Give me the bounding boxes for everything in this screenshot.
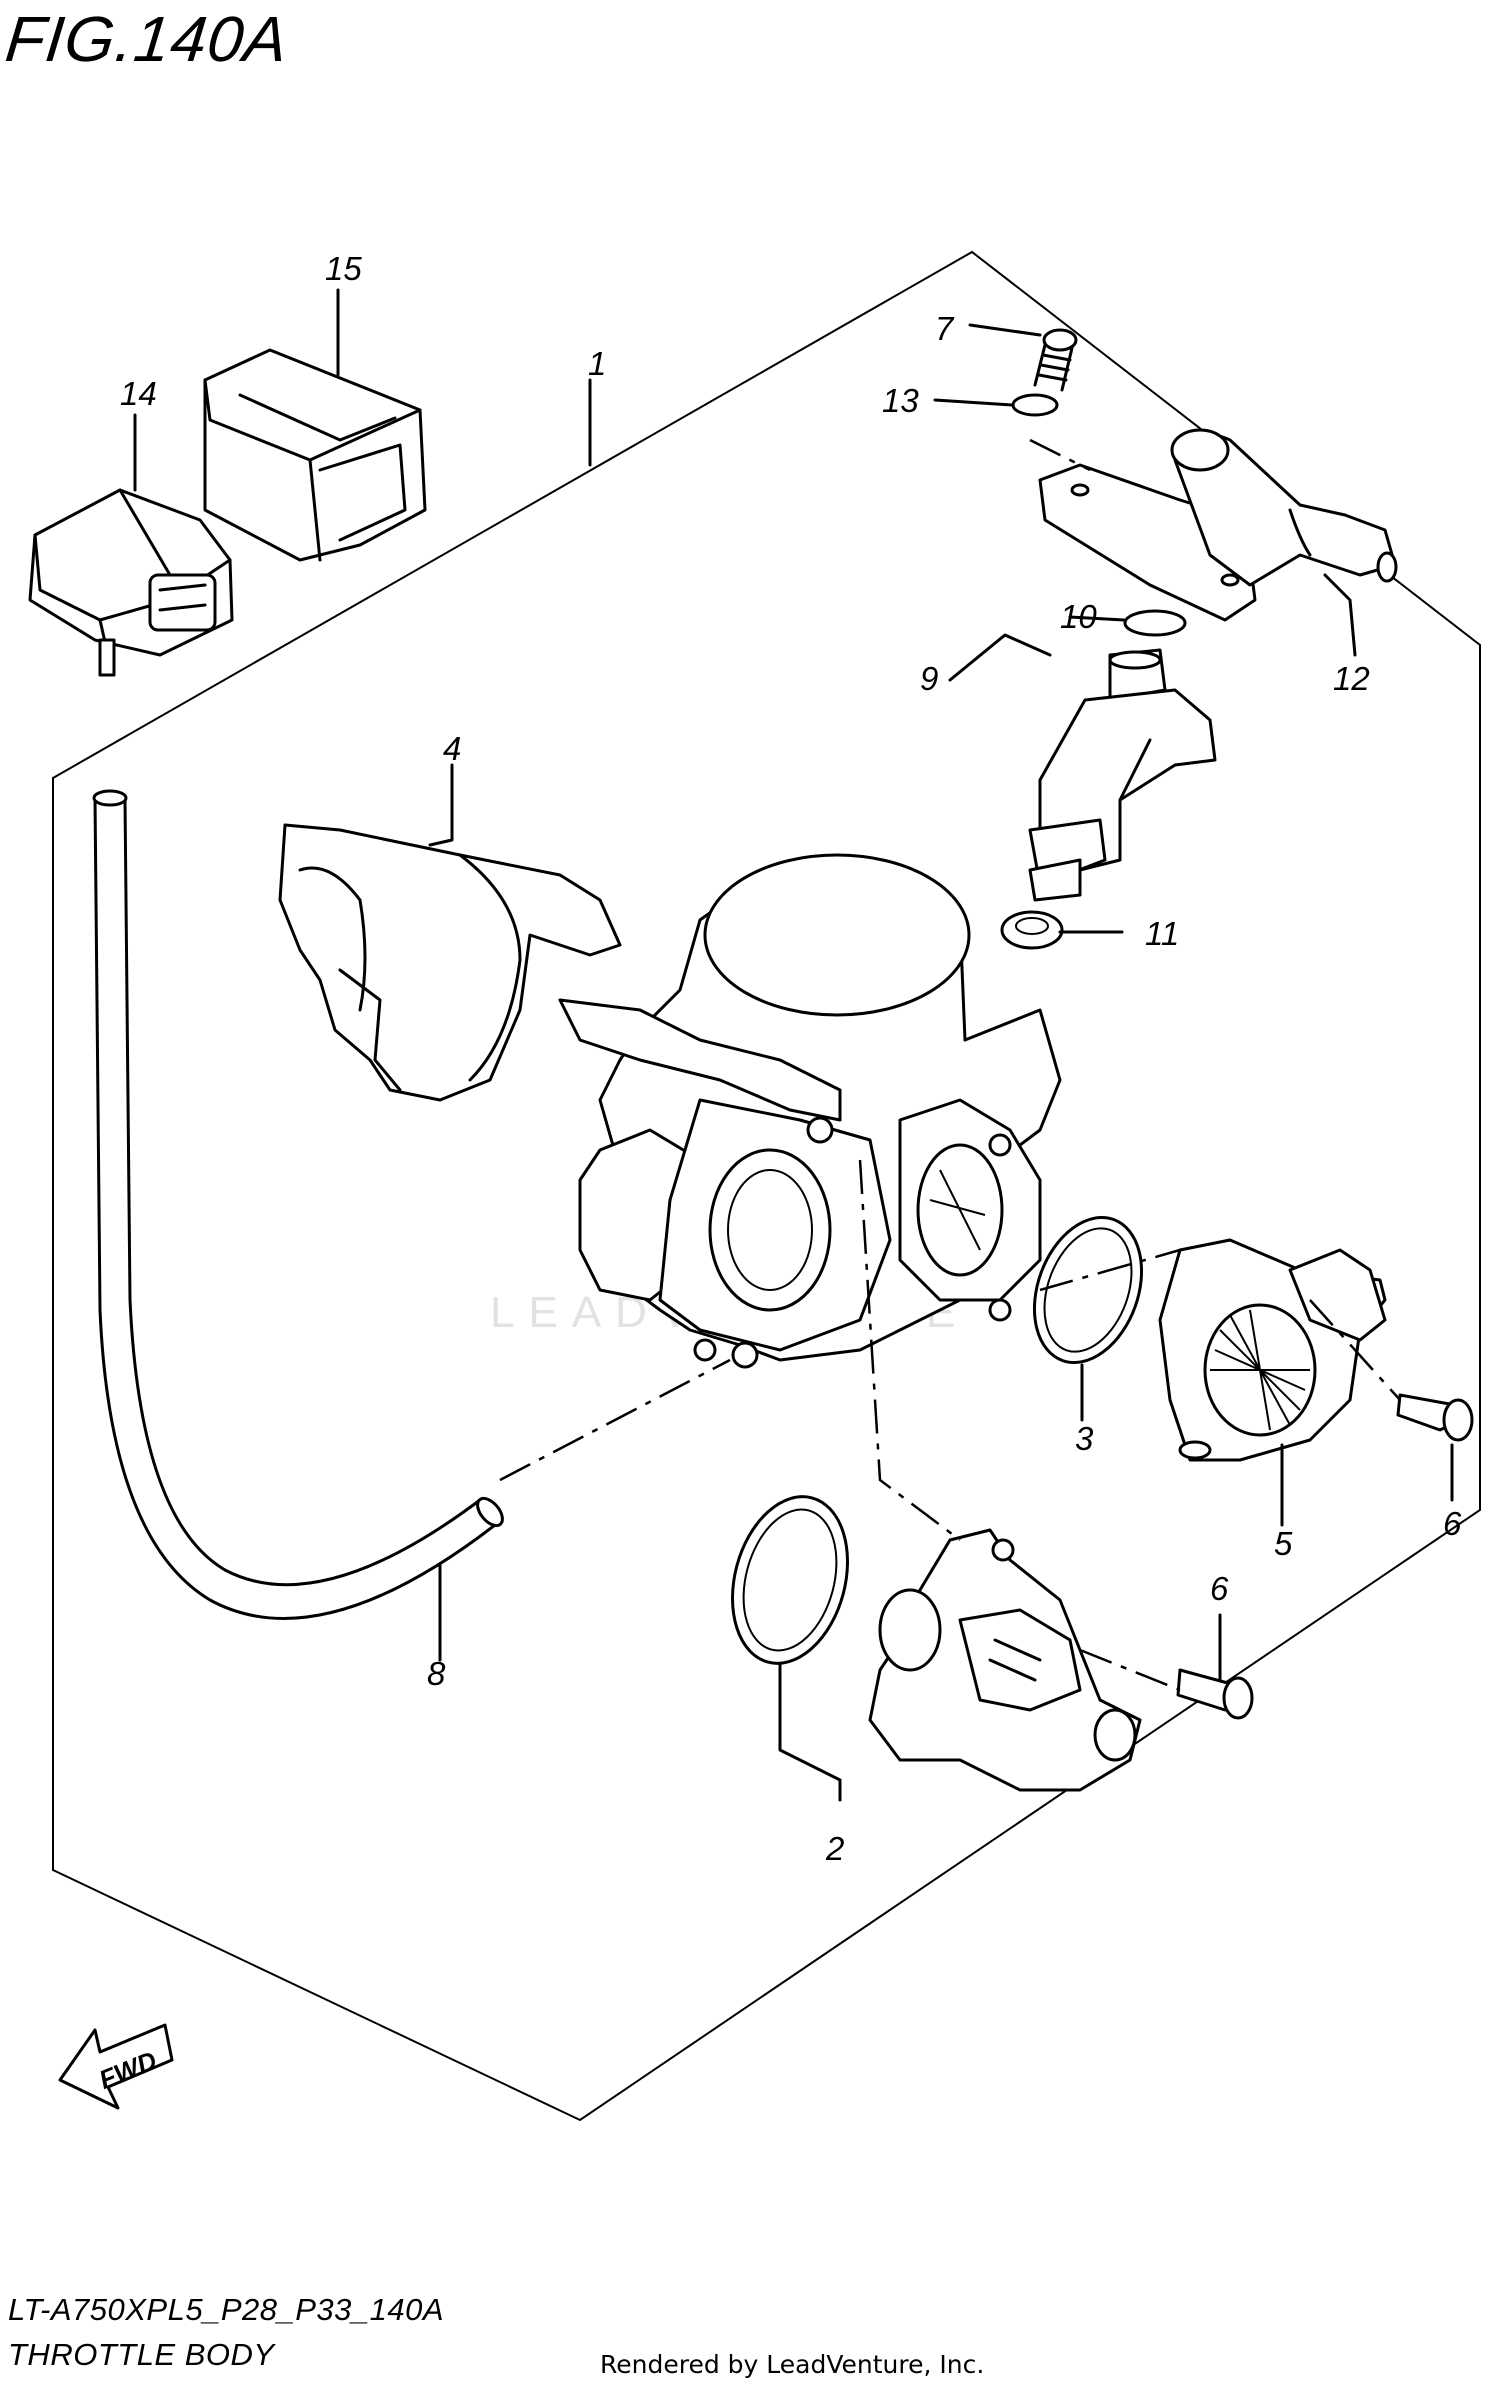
part-2-o-ring[interactable]: [715, 1484, 865, 1677]
part-3-o-ring[interactable]: [1015, 1202, 1160, 1377]
callout-3: 3: [1075, 1420, 1094, 1457]
assembly-boundary-frame: [52, 250, 1481, 2122]
part-7-screw[interactable]: [1033, 328, 1078, 392]
callout-14: 14: [120, 375, 157, 412]
callout-5: 5: [1274, 1525, 1293, 1562]
callout-6-lower: 6: [1210, 1570, 1229, 1607]
assembly-dashed-lines: [499, 438, 1401, 1692]
part-6-screw-upper[interactable]: [1396, 1393, 1474, 1442]
callout-7: 7: [935, 310, 955, 347]
part-4-throttle-cable-bracket[interactable]: [278, 823, 622, 1102]
callout-9: 9: [920, 660, 938, 697]
callout-6-upper: 6: [1443, 1505, 1462, 1542]
part-15-coupler-cover[interactable]: [203, 348, 427, 562]
part-12-fuel-delivery-pipe[interactable]: [1038, 428, 1398, 622]
callout-labels: 1 2 3 4 5 6 6 7 8 9 10 11 12 13 14 15: [120, 250, 1462, 1867]
fwd-arrow: FWD: [58, 2023, 174, 2110]
callout-12: 12: [1333, 660, 1370, 697]
callout-4: 4: [443, 730, 461, 767]
callout-8: 8: [427, 1655, 446, 1692]
part-9-fuel-injector[interactable]: [1028, 648, 1217, 902]
part-13-washer[interactable]: [1011, 393, 1059, 417]
callout-15: 15: [325, 250, 362, 287]
callout-13: 13: [882, 382, 919, 419]
part-11-cushion[interactable]: [1000, 910, 1064, 950]
model-code: LT-A750XPL5_P28_P33_140A: [8, 2292, 445, 2327]
leader-lines: [133, 288, 1454, 1802]
part-2-idle-speed-control-valve[interactable]: [868, 1528, 1142, 1792]
callout-1: 1: [588, 345, 606, 382]
part-6-screw-lower[interactable]: [1176, 1668, 1254, 1720]
callout-11: 11: [1145, 915, 1179, 952]
part-5-throttle-position-sensor[interactable]: [1158, 1238, 1387, 1462]
part-10-o-ring[interactable]: [1123, 609, 1187, 637]
part-1-throttle-body[interactable]: [558, 853, 1062, 1369]
render-credit: Rendered by LeadVenture, Inc.: [600, 2350, 985, 2379]
callout-10: 10: [1060, 598, 1097, 635]
callout-2: 2: [825, 1830, 844, 1867]
section-name: THROTTLE BODY: [8, 2337, 275, 2372]
part-8-hose[interactable]: [92, 789, 507, 1620]
part-14-coupler[interactable]: [28, 488, 234, 677]
